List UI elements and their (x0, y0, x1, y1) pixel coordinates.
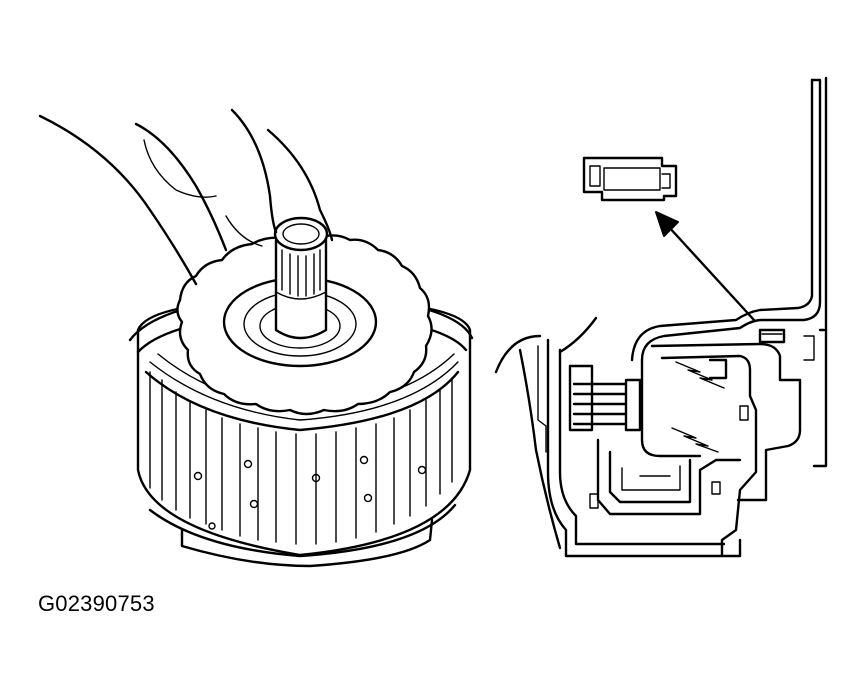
direction-arrow (655, 211, 756, 322)
snap-ring-detail (582, 156, 678, 202)
clutch-drum-assembly (38, 108, 474, 568)
cross-section-plates (568, 364, 642, 432)
figure-caption: G02390753 (38, 591, 155, 616)
hand (38, 114, 198, 286)
input-shaft (274, 234, 328, 340)
return-springs (671, 361, 725, 453)
clutch-cross-section (494, 76, 828, 558)
drum-holes (193, 455, 427, 530)
shaft-splines (281, 249, 321, 297)
drum-splines (149, 371, 453, 545)
